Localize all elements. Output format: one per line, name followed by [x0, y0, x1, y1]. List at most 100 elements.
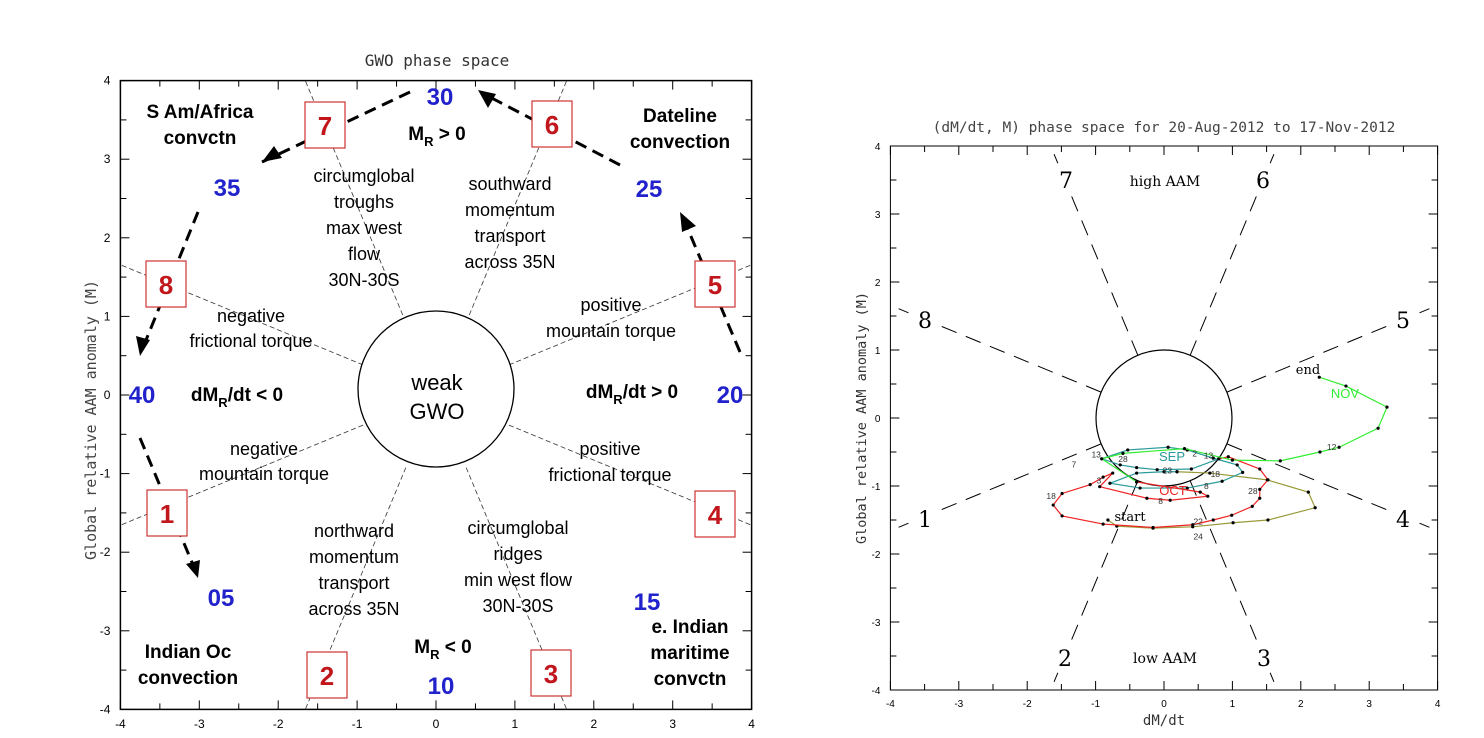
day-label: 12: [1327, 442, 1337, 452]
region-indian-oc-line: convection: [138, 668, 238, 689]
data-point: [1337, 445, 1341, 449]
data-point: [1266, 478, 1270, 482]
data-point: [1106, 518, 1110, 522]
day-label: 3: [1097, 476, 1102, 486]
month-label: OCT: [1159, 483, 1187, 498]
desc-phase-3-line: circumglobal: [467, 518, 568, 538]
data-point: [1317, 375, 1321, 379]
phase-number: 3: [1257, 647, 1271, 672]
data-point: [1135, 480, 1139, 484]
y-tick-label: -4: [871, 686, 880, 697]
data-point: [1118, 463, 1122, 467]
day-marker: 30: [427, 84, 454, 111]
phase-box: [146, 489, 188, 537]
desc-phase-1-line: mountain torque: [199, 464, 329, 484]
day-marker: 05: [208, 585, 235, 612]
phase-boundary-line: [1189, 480, 1275, 683]
data-point: [1318, 450, 1322, 454]
desc-phase-6-line: southward: [468, 174, 551, 194]
x-tick-label: -4: [886, 699, 895, 710]
quadrant-bottom: MR < 0: [414, 637, 471, 662]
phase-label-bg: [1394, 308, 1412, 332]
data-point: [1060, 491, 1064, 496]
phase-number: 5: [1396, 309, 1410, 334]
desc-phase-7-line: troughs: [334, 192, 394, 212]
data-point: [1135, 466, 1139, 470]
left-chart-title: GWO phase space: [365, 51, 510, 70]
x-tick-label: -2: [273, 717, 284, 731]
desc-phase-2-line: transport: [318, 573, 389, 593]
cycle-arrow-path: [682, 219, 742, 353]
desc-phase-7-line: max west: [326, 218, 402, 238]
phase-label-bg: [1394, 507, 1412, 531]
start-label: start: [1114, 510, 1146, 525]
quadrant-subscript: R: [218, 395, 228, 410]
day-label: 8: [1158, 496, 1163, 506]
day-label: 13: [1204, 450, 1214, 460]
desc-phase-7-line: 30N-30S: [328, 270, 399, 290]
phase-boundary-line: [1189, 153, 1275, 356]
end-label: end: [1296, 363, 1320, 378]
center-label-line: weak: [410, 370, 463, 395]
x-tick-label: -3: [194, 717, 205, 731]
data-point: [1100, 457, 1104, 461]
day-label: 8: [1204, 481, 1209, 491]
quadrant-top: MR > 0: [408, 124, 465, 149]
desc-phase-8-line: frictional torque: [189, 331, 312, 351]
desc-phase-6-line: momentum: [465, 200, 555, 220]
phase-number: 1: [918, 508, 932, 533]
x-tick-label: 4: [748, 717, 755, 731]
desc-phase-2-line: momentum: [309, 547, 399, 567]
y-tick-label: -3: [871, 618, 880, 629]
data-point: [1175, 470, 1179, 474]
data-point: [1135, 471, 1139, 475]
data-point: [1166, 445, 1170, 449]
phase-box: [145, 260, 187, 308]
region-s-am-africa-line: convctn: [164, 128, 237, 149]
quadrant-subscript: R: [424, 134, 434, 149]
arrowhead-icon: [680, 212, 696, 232]
y-tick-label: 0: [875, 414, 881, 425]
y-tick-label: -1: [871, 482, 880, 493]
cycle-arrow-path: [140, 211, 200, 351]
data-point: [1258, 467, 1262, 471]
region-s-am-africa-line: S Am/Africa: [147, 102, 254, 123]
data-point: [1126, 448, 1130, 452]
day-label: 13: [1091, 449, 1101, 459]
arrowhead-icon: [262, 146, 282, 162]
x-tick-label: 1: [512, 717, 519, 731]
day-label: 24: [1193, 532, 1203, 542]
day-marker: 20: [717, 382, 744, 409]
phase-label-bg: [1255, 646, 1273, 670]
data-point: [1250, 504, 1254, 508]
phase-box: [530, 649, 572, 697]
phase-box: [531, 100, 573, 148]
y-tick-label: 4: [875, 142, 881, 153]
data-point: [1168, 498, 1172, 502]
data-point: [1206, 494, 1210, 498]
desc-phase-2-line: northward: [314, 521, 394, 541]
x-tick-label: 0: [1161, 699, 1167, 710]
data-point: [1182, 447, 1187, 451]
y-tick-label: 2: [875, 278, 881, 289]
data-point: [1235, 463, 1239, 467]
low-aam-label: low AAM: [1133, 651, 1197, 667]
phase-number: 6: [545, 110, 559, 140]
high-aam-label: high AAM: [1130, 174, 1200, 190]
day-marker: 35: [214, 175, 241, 202]
y-tick-label: -3: [100, 624, 111, 638]
center-label-line: GWO: [410, 399, 465, 424]
day-label: 22: [1193, 516, 1203, 526]
y-tick-label: 2: [104, 231, 111, 245]
desc-phase-6-line: transport: [474, 226, 545, 246]
desc-phase-5-line: mountain torque: [546, 321, 676, 341]
right-plot-frame: [889, 145, 1439, 691]
data-point: [1151, 525, 1155, 530]
phase-label-bg: [1254, 168, 1272, 192]
x-tick-label: 2: [1298, 699, 1304, 710]
phase-box: [694, 490, 736, 538]
right-chart-title: (dM/dt, M) phase space for 20-Aug-2012 t…: [933, 120, 1396, 136]
quadrant-main: M: [408, 124, 424, 145]
x-tick-label: 4: [1435, 699, 1441, 710]
